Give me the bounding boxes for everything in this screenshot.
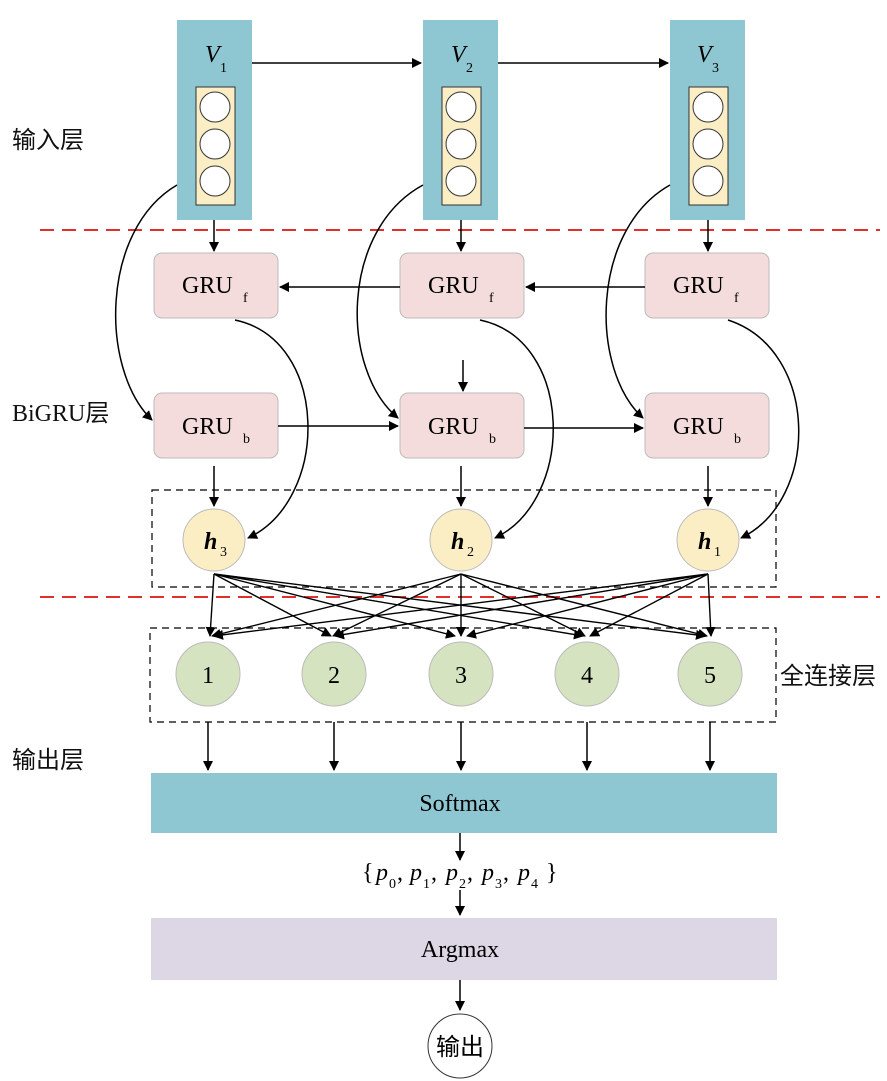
- svg-text:4: 4: [531, 877, 538, 892]
- output-layer-label: 输出层: [12, 746, 84, 774]
- svg-text:4: 4: [581, 663, 593, 689]
- svg-text:3: 3: [455, 663, 467, 689]
- fc-node-1: 1: [175, 641, 241, 707]
- curve-gruf1-h3: [234, 319, 309, 539]
- hidden-state-group: [151, 489, 777, 588]
- argmax-layer: Argmax: [151, 918, 777, 980]
- svg-text:1: 1: [202, 663, 214, 689]
- softmax-layer: Softmax: [151, 773, 777, 833]
- svg-text:b: b: [489, 432, 496, 447]
- svg-text:,: ,: [467, 860, 473, 886]
- input-block-2: V 2: [423, 20, 498, 220]
- svg-text:0: 0: [389, 877, 396, 892]
- svg-text:h: h: [204, 529, 217, 555]
- svg-text:Argmax: Argmax: [421, 937, 499, 963]
- svg-text:,: ,: [431, 860, 437, 886]
- svg-text:f: f: [243, 291, 248, 306]
- curve-v2-grub2: [356, 184, 424, 419]
- fc-node-2: 2: [301, 641, 367, 707]
- curve-v1-grub1: [114, 184, 178, 421]
- input-label-3: V: [697, 42, 714, 68]
- svg-text:p: p: [480, 860, 494, 886]
- input-block-3: V 3: [670, 20, 745, 220]
- bigru-layer-label: BiGRU层: [12, 393, 109, 428]
- gru-forward-2: GRU f: [399, 252, 525, 319]
- gru-backward-1: GRU b: [153, 392, 279, 459]
- svg-text:Softmax: Softmax: [419, 791, 500, 817]
- gru-forward-1: GRU f: [153, 252, 279, 319]
- svg-text:GRU: GRU: [182, 273, 233, 299]
- hidden-node-h1: h 1: [676, 508, 740, 572]
- svg-text:GRU: GRU: [673, 273, 724, 299]
- svg-text:3: 3: [220, 545, 227, 560]
- svg-text:,: ,: [397, 860, 403, 886]
- hidden-node-h3: h 3: [182, 508, 246, 572]
- curve-gruf3-h1: [727, 319, 800, 539]
- output-node: 输出: [427, 1013, 493, 1079]
- probability-vector: { p 0 , p 1 , p 2 , p 3 , p 4 }: [362, 860, 558, 892]
- svg-text:GRU: GRU: [428, 273, 479, 299]
- curve-gruf2-h2: [479, 319, 554, 539]
- svg-text:p: p: [408, 860, 422, 886]
- gru-forward-3: GRU f: [644, 252, 770, 319]
- svg-text:2: 2: [459, 877, 466, 892]
- svg-text:1: 1: [714, 545, 721, 560]
- fc-node-4: 4: [554, 641, 620, 707]
- svg-text:f: f: [734, 291, 739, 306]
- bigru-layer-label-text: BiGRU层: [12, 401, 110, 427]
- gru-backward-3: GRU b: [644, 392, 770, 459]
- svg-text:1: 1: [423, 877, 430, 892]
- svg-text:h: h: [451, 529, 464, 555]
- input-layer-label: 输入层: [12, 126, 84, 154]
- svg-text:p: p: [374, 860, 388, 886]
- gru-backward-2: GRU b: [399, 392, 525, 459]
- svg-text:5: 5: [704, 663, 716, 689]
- svg-text:p: p: [444, 860, 458, 886]
- svg-text:{: {: [362, 860, 374, 886]
- svg-text:2: 2: [467, 545, 474, 560]
- input-sub-2: 2: [466, 61, 473, 76]
- fc-connections: [205, 573, 716, 640]
- svg-text:f: f: [489, 291, 494, 306]
- svg-text:p: p: [516, 860, 530, 886]
- svg-text:GRU: GRU: [182, 414, 233, 440]
- svg-text:GRU: GRU: [428, 414, 479, 440]
- fc-node-3: 3: [428, 641, 494, 707]
- svg-text:3: 3: [495, 877, 502, 892]
- svg-text:GRU: GRU: [673, 414, 724, 440]
- curve-v3-grub3: [605, 184, 671, 419]
- svg-text:b: b: [734, 432, 741, 447]
- input-label-1: V: [205, 42, 222, 68]
- svg-text:,: ,: [503, 860, 509, 886]
- svg-text:2: 2: [328, 663, 340, 689]
- hidden-node-h2: h 2: [429, 508, 493, 572]
- input-sub-3: 3: [712, 61, 719, 76]
- fc-node-5: 5: [677, 641, 743, 707]
- svg-text:b: b: [243, 432, 250, 447]
- svg-text:输出: 输出: [436, 1033, 484, 1061]
- fc-layer-label: 全连接层: [780, 662, 876, 690]
- input-label-2: V: [451, 42, 468, 68]
- svg-text:h: h: [698, 529, 711, 555]
- input-sub-1: 1: [220, 61, 227, 76]
- input-block-1: V 1: [177, 20, 252, 220]
- svg-text:}: }: [546, 860, 558, 886]
